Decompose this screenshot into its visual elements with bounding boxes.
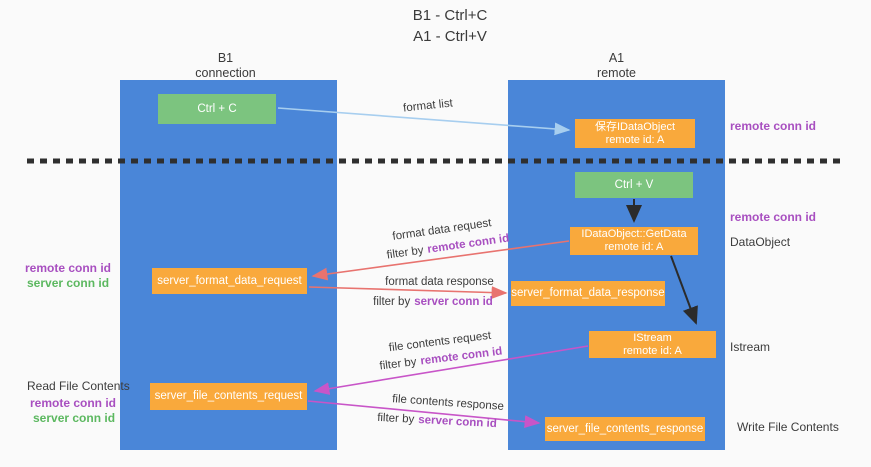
side-label-read-file-contents: Read File Contents (27, 379, 130, 393)
node-ctrl-c-label: Ctrl + C (197, 102, 237, 115)
node-save-idataobject-line1: 保存IDataObject (594, 120, 676, 133)
node-ctrl-v-label: Ctrl + V (614, 178, 654, 191)
filter-id-server-conn: server conn id (417, 414, 498, 431)
node-server-format-data-response-label: server_format_data_response (511, 287, 665, 299)
edge-label-file-contents-response: file contents response (391, 393, 505, 413)
title-line-1: B1 - Ctrl+C (412, 7, 488, 24)
filter-prefix: filter by (376, 411, 415, 426)
diagram-title: B1 - Ctrl+C A1 - Ctrl+V (335, 5, 565, 47)
node-server-format-data-response: server_format_data_response (511, 281, 665, 306)
right-column-header: A1 remote (508, 51, 725, 81)
side-label-dataobject: DataObject (730, 235, 791, 249)
right-column-name: A1 (608, 51, 625, 65)
node-istream-line2: remote id: A (623, 344, 682, 357)
title-line-2: A1 - Ctrl+V (413, 28, 487, 45)
node-idataobject-getdata: IDataObject::GetData remote id: A (570, 227, 698, 255)
node-idataobject-getdata-line1: IDataObject::GetData (581, 228, 687, 240)
filter-id-server-conn: server conn id (414, 296, 493, 308)
node-server-file-contents-request-label: server_file_contents_request (154, 390, 303, 402)
node-save-idataobject-line2: remote id: A (605, 133, 665, 146)
side-label-remote-conn-id-mid: remote conn id (730, 210, 817, 224)
node-server-file-contents-response: server_file_contents_response (545, 417, 705, 441)
node-server-file-contents-response-label: server_file_contents_response (546, 422, 704, 435)
filter-prefix: filter by (378, 356, 418, 373)
side-label-remote-conn-id-top: remote conn id (730, 119, 817, 133)
edge-label-format-list: format list (402, 97, 454, 115)
left-column-name: B1 (217, 51, 234, 65)
node-idataobject-getdata-line2: remote id: A (604, 241, 664, 253)
node-server-format-data-request-label: server_format_data_request (157, 274, 302, 287)
node-server-file-contents-request: server_file_contents_request (150, 383, 307, 410)
side-label-left-server-conn-id-bottom: server conn id (33, 411, 116, 425)
side-label-write-file-contents: Write File Contents (737, 420, 839, 434)
left-column-header: B1 connection (117, 51, 334, 81)
node-server-format-data-request: server_format_data_request (152, 268, 307, 294)
right-column-role: remote (597, 66, 636, 80)
node-istream: IStream remote id: A (589, 331, 716, 358)
node-istream-line1: IStream (633, 331, 672, 344)
left-column-role: connection (195, 66, 256, 80)
filter-prefix: filter by (373, 296, 411, 308)
side-label-left-server-conn-id-top: server conn id (27, 276, 110, 290)
side-label-left-remote-conn-id-top: remote conn id (25, 261, 112, 275)
node-ctrl-c: Ctrl + C (158, 94, 276, 124)
edge-label-format-data-response: format data response (385, 276, 494, 288)
node-save-idataobject: 保存IDataObject remote id: A (575, 119, 695, 148)
side-label-istream: Istream (730, 340, 771, 354)
side-label-left-remote-conn-id-bottom: remote conn id (30, 396, 117, 410)
filter-prefix: filter by (386, 244, 425, 262)
node-ctrl-v: Ctrl + V (575, 172, 693, 198)
